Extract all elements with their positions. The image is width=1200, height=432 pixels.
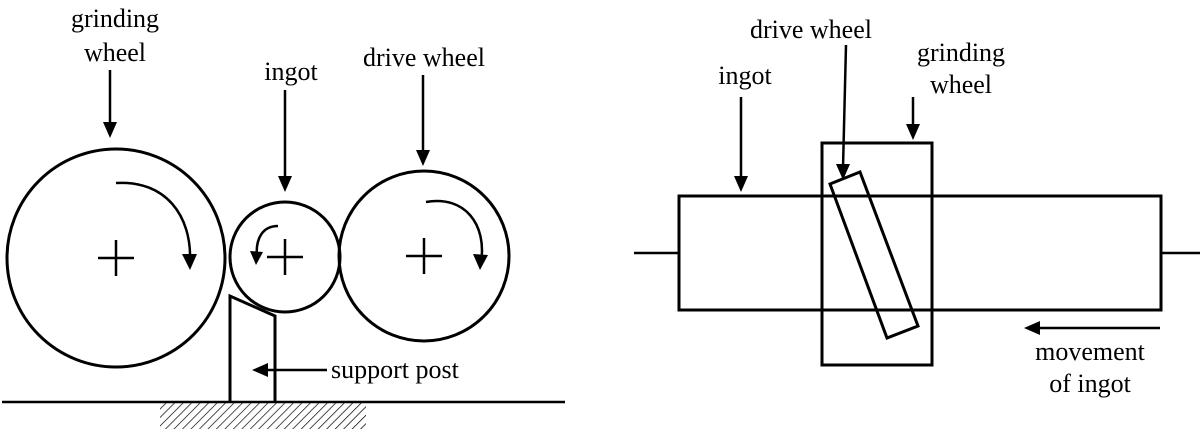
ingot-label-arrowhead bbox=[278, 176, 292, 192]
ground-hatch bbox=[160, 403, 366, 429]
drive-wheel-rotation-arrowhead bbox=[473, 254, 488, 270]
right-drive-wheel-label: drive wheel bbox=[750, 15, 872, 44]
left-drive-wheel-label: drive wheel bbox=[363, 43, 485, 72]
ingot-side-view bbox=[677, 194, 1163, 312]
ingot-side-label-arrowhead bbox=[734, 176, 748, 192]
drive-wheel-side-label-arrowhead bbox=[836, 164, 850, 180]
movement-label-line2: of ingot bbox=[1049, 369, 1131, 398]
support-post-label-arrowhead bbox=[252, 363, 268, 377]
right-grinding-wheel-label-line2: wheel bbox=[930, 70, 992, 99]
left-grinding-wheel-label-line2: wheel bbox=[84, 38, 146, 67]
grinding-wheel-rotation-arrow bbox=[115, 181, 192, 263]
right-view: drive wheel grinding wheel ingot movemen… bbox=[634, 15, 1200, 398]
movement-arrowhead bbox=[1024, 321, 1040, 335]
left-ingot-label: ingot bbox=[264, 57, 318, 86]
right-ingot-label: ingot bbox=[718, 61, 772, 90]
drive-wheel-label-arrowhead bbox=[416, 150, 430, 166]
grinding-wheel-rotation-arrowhead bbox=[182, 254, 197, 270]
right-grinding-wheel-label-line1: grinding bbox=[917, 38, 1005, 67]
drive-wheel-circle bbox=[337, 169, 511, 343]
drive-wheel-side-view bbox=[828, 170, 920, 340]
grinding-wheel-circle bbox=[5, 147, 227, 369]
support-post-label: support post bbox=[331, 355, 460, 384]
drive-wheel-rotation-arrow bbox=[425, 199, 484, 263]
support-post bbox=[228, 293, 277, 402]
grinding-wheel-side-label-arrowhead bbox=[906, 124, 920, 140]
grinding-wheel-side-view bbox=[820, 141, 934, 367]
ingot-rotation-arrowhead bbox=[250, 251, 263, 265]
drive-wheel-side-label-pointer bbox=[841, 44, 848, 169]
left-view: grinding wheel ingot drive wheel support… bbox=[2, 4, 565, 429]
grinding-wheel-label-arrowhead bbox=[103, 122, 117, 138]
movement-label-line1: movement bbox=[1035, 337, 1146, 366]
left-grinding-wheel-label-line1: grinding bbox=[71, 4, 159, 33]
